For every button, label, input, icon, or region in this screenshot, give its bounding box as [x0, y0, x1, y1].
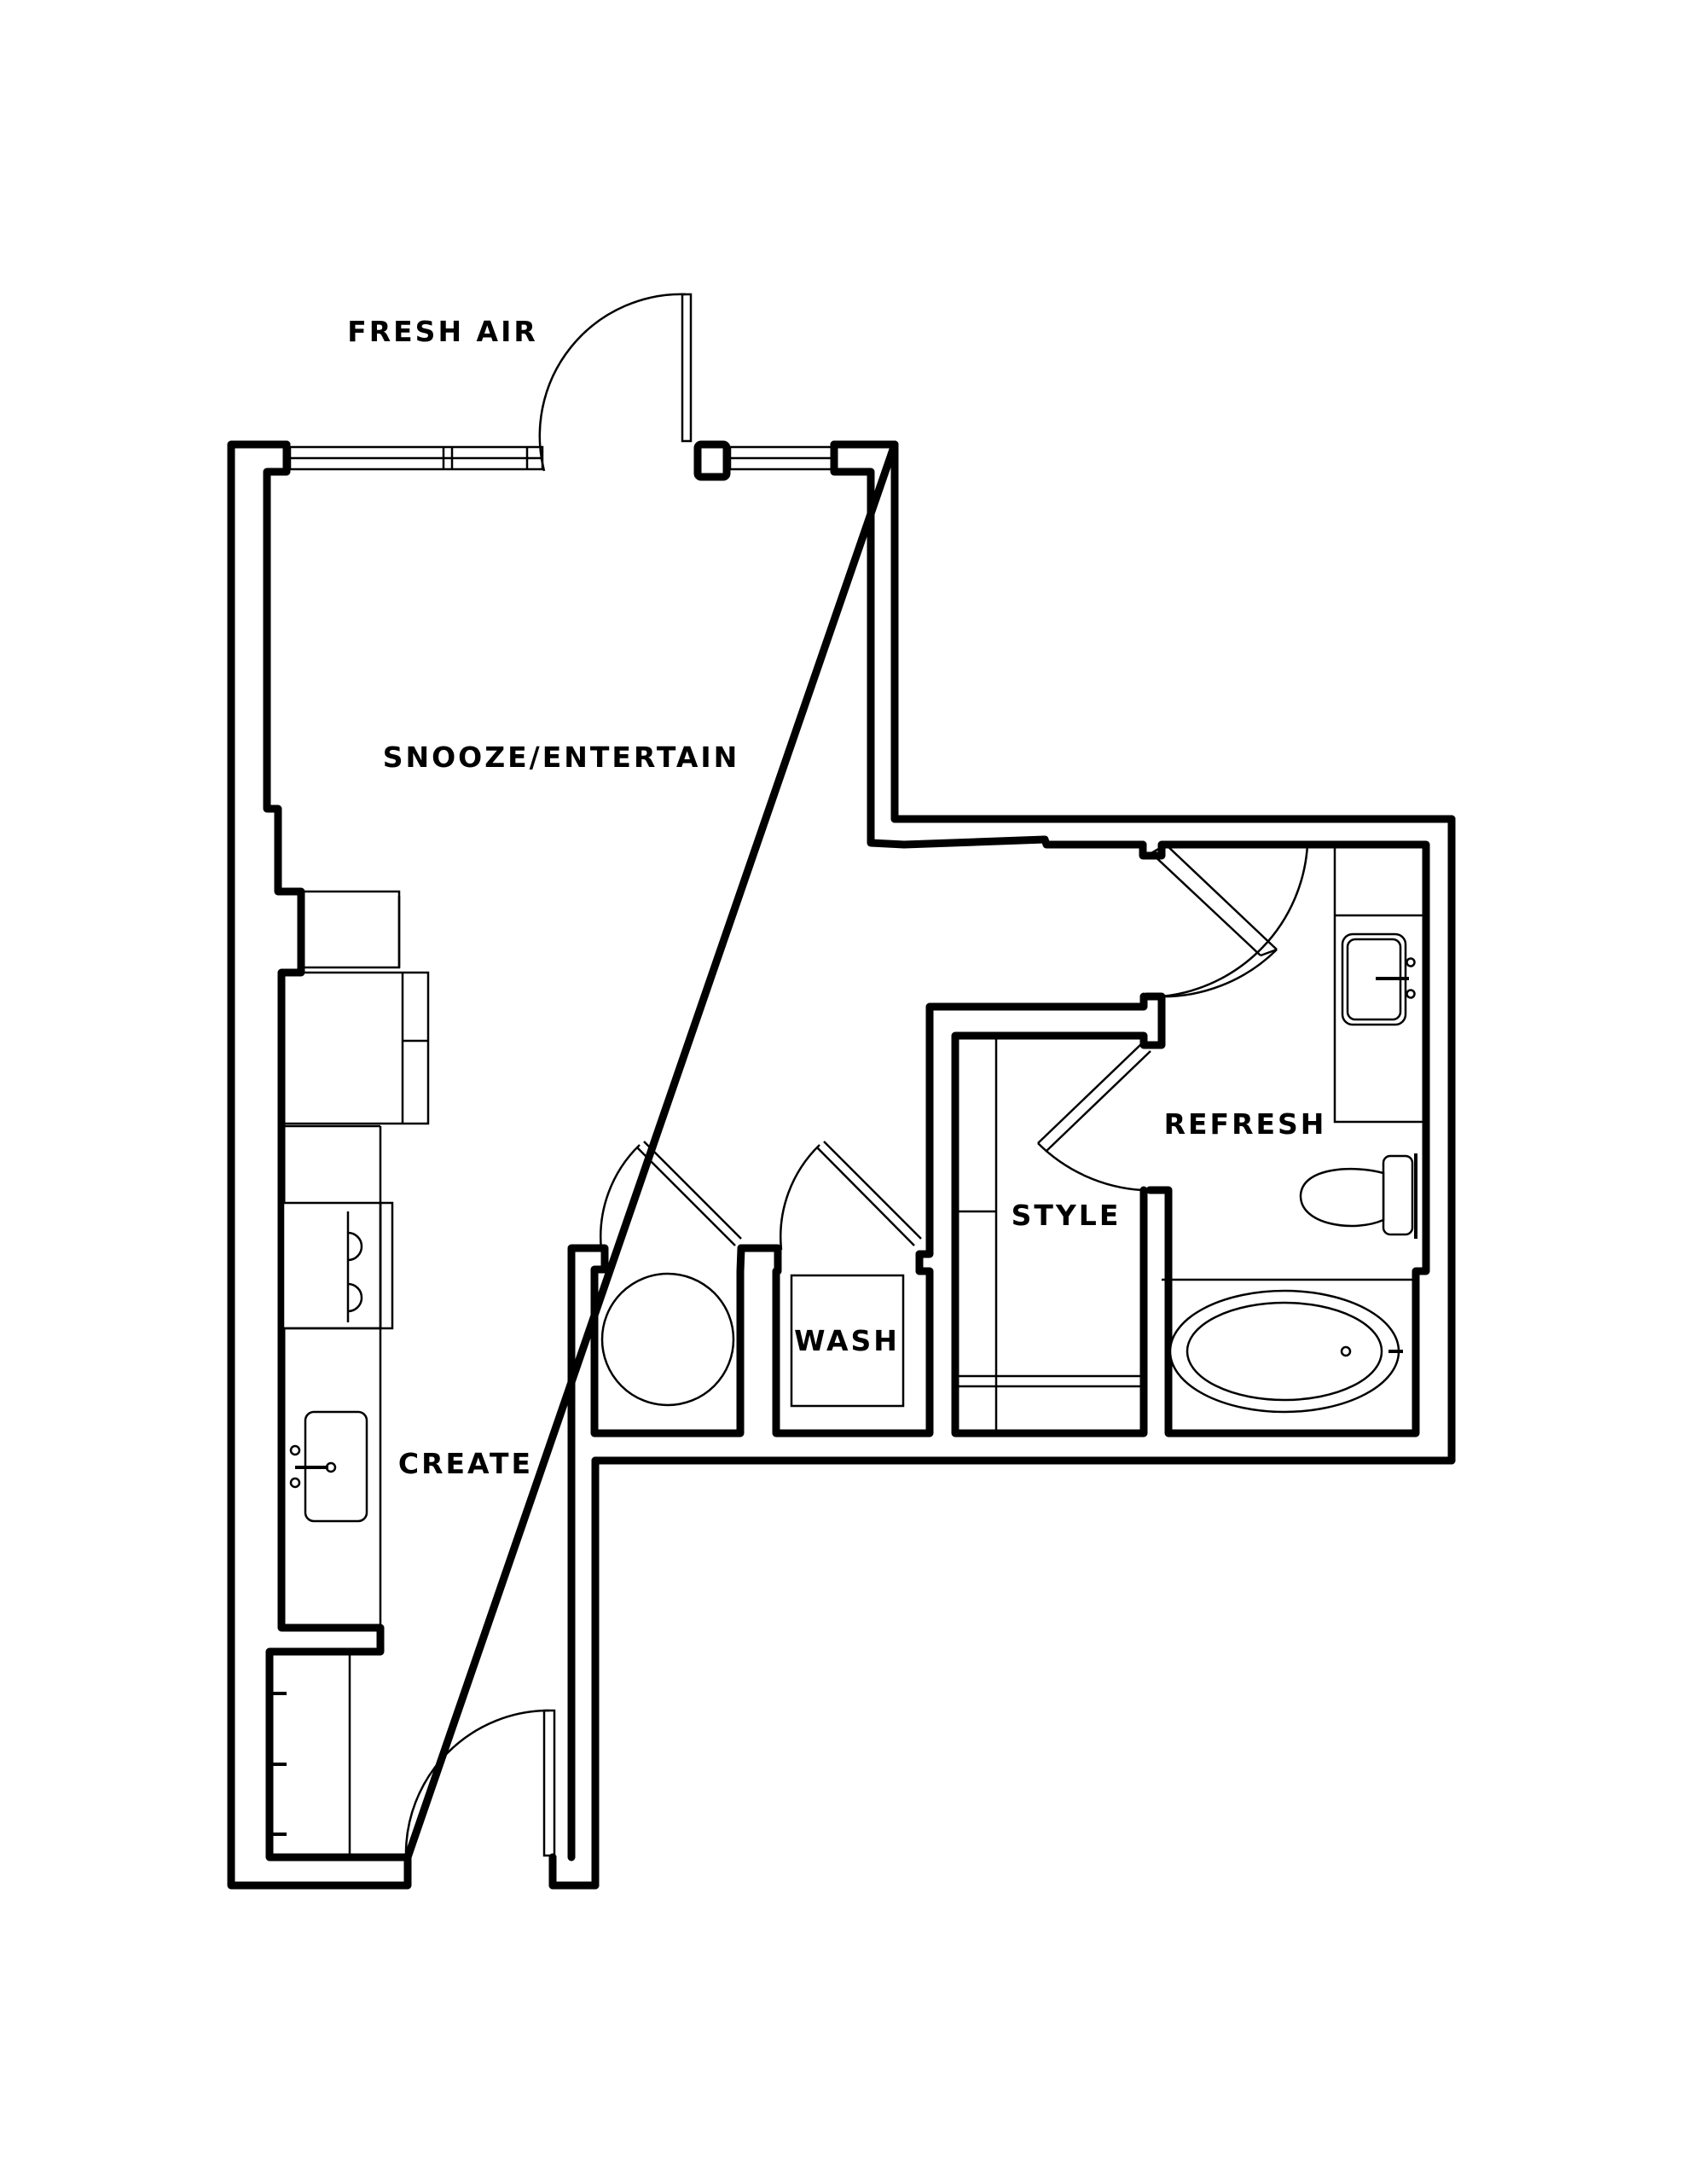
room-labels: FRESH AIR SNOOZE/ENTERTAIN REFRESH STYLE…	[347, 315, 1327, 1480]
vanity	[1333, 845, 1425, 1124]
bath-door-leaf-edge-2	[1260, 948, 1278, 957]
pantry-cabinet	[281, 971, 430, 1125]
burner-1-icon	[347, 1231, 363, 1262]
interior-walls	[567, 840, 1430, 1862]
laundry-fixtures	[600, 1272, 905, 1408]
bath-faucet-knob	[1406, 957, 1416, 967]
range	[281, 1201, 382, 1330]
style-closet	[955, 1036, 1144, 1433]
dryer	[790, 1274, 905, 1408]
label-snooze-entertain: SNOOZE/ENTERTAIN	[383, 741, 740, 774]
toilet-bowl	[1299, 1167, 1385, 1228]
label-refresh: REFRESH	[1164, 1107, 1327, 1141]
closet-door-2-swing	[780, 1144, 820, 1251]
bath-door-swing	[1161, 844, 1309, 998]
bathtub-inner	[1186, 1301, 1383, 1402]
closet-door-2-leaf	[816, 1141, 922, 1246]
exterior-wall-outer-right	[548, 440, 1456, 1890]
bathtub	[1168, 1289, 1400, 1414]
bath-fixtures	[1162, 845, 1425, 1414]
toilet-tank	[1382, 1154, 1414, 1236]
entry-door-swing	[404, 1709, 550, 1856]
closet-door-1-leaf	[636, 1141, 742, 1246]
balcony-door-swing	[538, 293, 687, 472]
faucet-spout	[325, 1461, 337, 1473]
kitchen-fixtures	[273, 890, 430, 1854]
style-door-leaf	[1037, 1042, 1151, 1153]
faucet-knob-2	[289, 1477, 301, 1489]
exterior-wall-inner-left	[263, 440, 412, 1862]
burner-2-icon	[347, 1282, 363, 1313]
laundry-wall-left	[567, 1244, 745, 1862]
bath-door-leaf	[1151, 844, 1278, 956]
style-door-swing	[1037, 1142, 1143, 1192]
tub-drain-icon	[1340, 1345, 1352, 1357]
windows	[288, 445, 836, 471]
washer-drum	[600, 1272, 735, 1407]
door-pier	[693, 440, 731, 481]
exterior-walls	[227, 440, 1456, 1890]
exterior-wall-outer	[227, 440, 1456, 1890]
entry-door-leaf	[542, 1709, 556, 1857]
label-create: CREATE	[398, 1447, 533, 1480]
label-style: STYLE	[1012, 1199, 1122, 1232]
bath-door-leaf-edge	[1151, 843, 1167, 855]
bath-door-swing-2	[1155, 949, 1278, 998]
fridge	[302, 890, 401, 969]
closet-door-1-swing	[600, 1144, 641, 1251]
range-controls	[379, 1201, 394, 1330]
bath-faucet-knob-2	[1406, 989, 1416, 999]
balcony-door-leaf	[681, 293, 693, 443]
bath-door-stub	[951, 992, 1166, 1438]
laundry-wall-mid	[737, 1244, 934, 1438]
exterior-wall-inner-top	[830, 440, 1147, 849]
label-fresh-air: FRESH AIR	[347, 315, 538, 348]
label-wash: WASH	[794, 1324, 900, 1357]
faucet-knob	[289, 1444, 301, 1456]
doors	[404, 293, 1309, 1857]
